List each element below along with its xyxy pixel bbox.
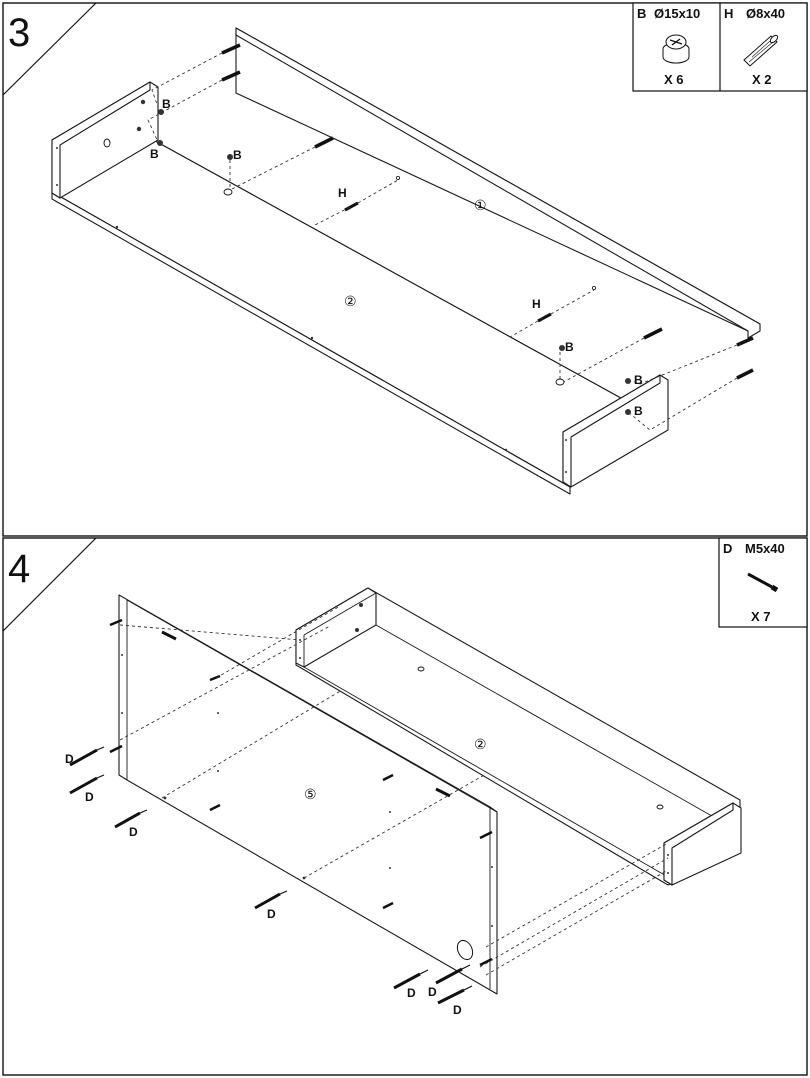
callout-d: D	[267, 907, 276, 921]
screw-icon	[747, 572, 779, 593]
callout-h: H	[338, 186, 347, 200]
panel-1-label: ①	[474, 197, 487, 213]
cam-lock-marker	[559, 345, 565, 351]
screws-d	[69, 746, 473, 1005]
left-side-panel	[51, 81, 159, 199]
step-number: 4	[8, 547, 30, 591]
callout-b: B	[634, 404, 643, 418]
panel-5-label: ⑤	[304, 786, 317, 802]
callout-b: B	[233, 148, 242, 162]
part-letter: D	[723, 541, 732, 556]
part-quantity: X 6	[664, 72, 684, 87]
callout-d: D	[407, 986, 416, 1000]
panel-5-back	[109, 594, 498, 995]
cam-lock-marker	[625, 409, 631, 415]
step-number: 3	[8, 11, 30, 55]
step-4-frame	[2, 537, 808, 1076]
cam-lock-marker	[625, 378, 631, 384]
assembly-guide-lines	[119, 605, 669, 976]
step-4-section: 4 D M5x40 X 7	[2, 537, 808, 1076]
callout-b: B	[150, 147, 159, 161]
cam-lock-icon	[662, 34, 690, 64]
cabinet-body	[295, 587, 742, 886]
part-size: Ø8x40	[746, 6, 785, 21]
cam-bolts	[221, 43, 754, 380]
parts-box: D M5x40 X 7	[718, 537, 808, 628]
panel-2-label: ②	[344, 293, 357, 309]
panel-1-back	[235, 27, 761, 339]
callout-b: B	[634, 373, 643, 387]
step-3-corner-line	[2, 2, 97, 96]
callout-d: D	[453, 1003, 462, 1017]
dowels	[344, 201, 552, 323]
parts-box: B Ø15x10 H Ø8x40 X 6 X 2	[632, 2, 808, 92]
callout-h: H	[532, 297, 541, 311]
panel-2-bottom	[51, 136, 669, 495]
cam-lock-marker	[157, 140, 163, 146]
step-4-corner-line	[2, 537, 97, 632]
part-letter: H	[724, 6, 733, 21]
step-3-section: 3 B Ø15x10 H Ø8x40 X 6	[2, 2, 808, 537]
cam-lock-marker	[158, 109, 164, 115]
part-letter: B	[637, 6, 646, 21]
callout-b: B	[162, 97, 171, 111]
callout-d: D	[129, 825, 138, 839]
wooden-dowel-icon	[743, 34, 779, 67]
right-side-panel	[562, 374, 669, 488]
callout-d: D	[85, 790, 94, 804]
part-size: Ø15x10	[654, 6, 700, 21]
callout-d: D	[65, 752, 74, 766]
part-quantity: X 7	[751, 609, 771, 624]
step-3-frame	[2, 2, 808, 537]
cam-lock-marker	[227, 154, 233, 160]
callout-b: B	[565, 340, 574, 354]
callout-d: D	[428, 985, 437, 999]
part-quantity: X 2	[752, 72, 772, 87]
part-size: M5x40	[745, 541, 785, 556]
panel-2-label: ②	[474, 736, 487, 752]
